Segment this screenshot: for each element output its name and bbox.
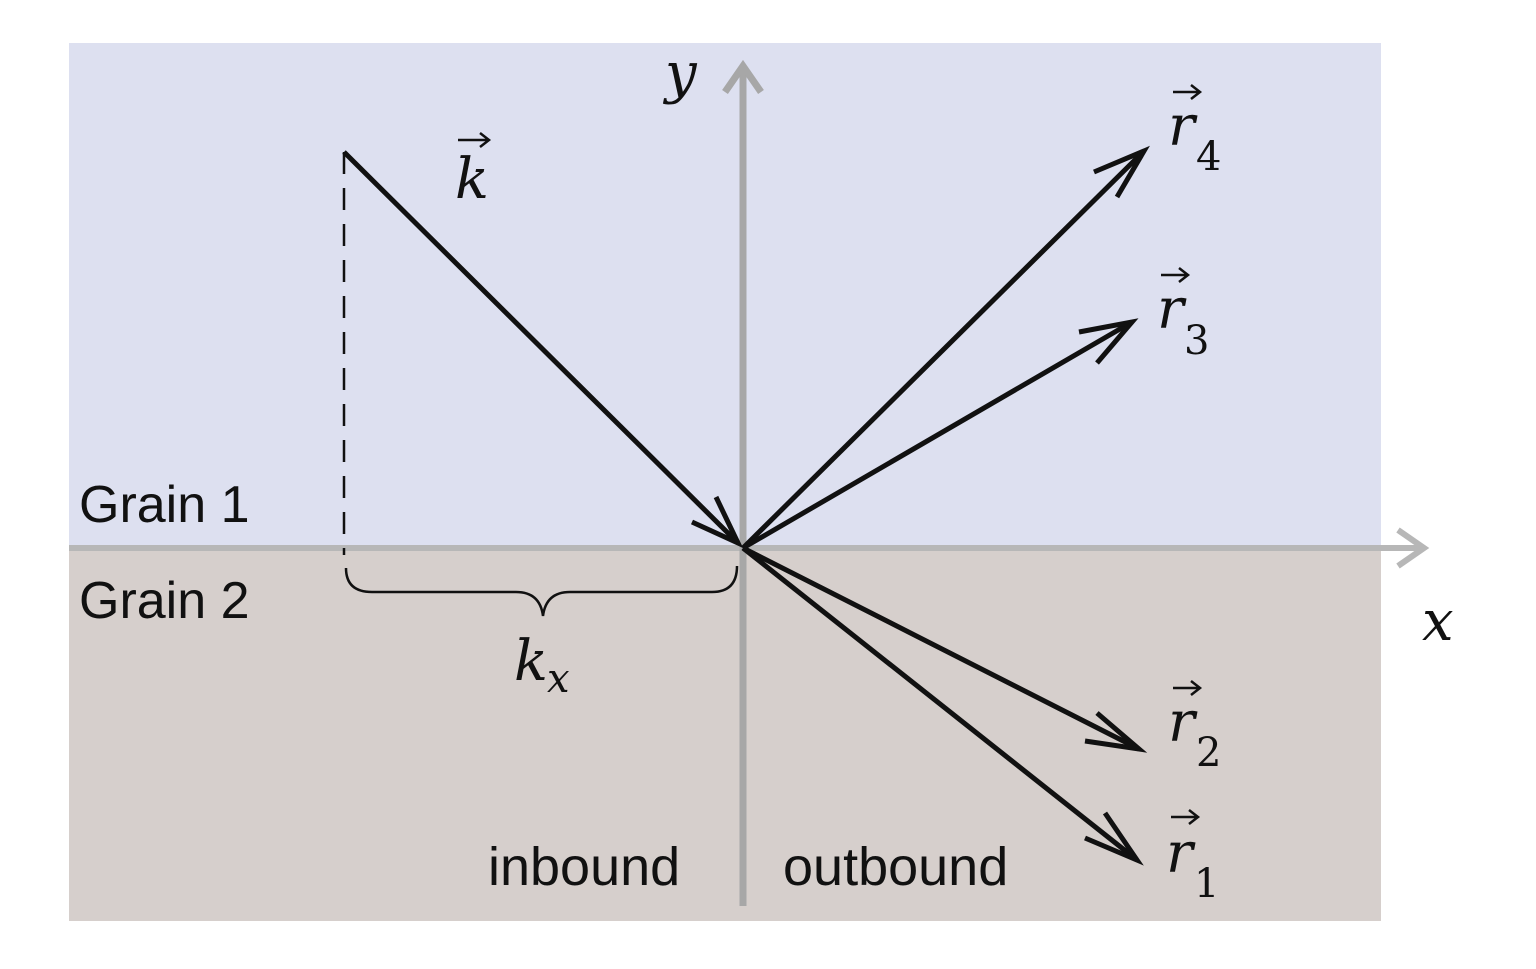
- r2-symbol: r: [1168, 690, 1198, 755]
- k-arrow-accent: [458, 132, 492, 148]
- r3-symbol: r: [1157, 277, 1187, 342]
- r1-label: r 1: [1166, 809, 1219, 907]
- y-axis-label: y: [662, 41, 698, 106]
- vector-r2: [741, 545, 1148, 753]
- r2-arrow-accent: [1173, 680, 1203, 696]
- outbound-label: outbound: [783, 837, 1008, 897]
- k-vector-label: k: [455, 132, 492, 212]
- grain2-region: [69, 548, 1381, 921]
- grain2-label: Grain 2: [79, 572, 250, 630]
- kx-subscript: x: [547, 656, 570, 702]
- kx-symbol: k: [514, 629, 548, 694]
- r3-subscript: 3: [1184, 318, 1209, 364]
- r2-subscript: 2: [1196, 730, 1221, 776]
- grain1-region: [69, 43, 1381, 548]
- r1-subscript: 1: [1194, 861, 1219, 907]
- kx-brace: [344, 565, 739, 617]
- r1-symbol: r: [1166, 821, 1196, 886]
- y-axis-arrowhead: [722, 59, 764, 94]
- r4-subscript: 4: [1196, 134, 1221, 180]
- x-axis-label: x: [1422, 589, 1454, 654]
- r3-arrow-accent: [1161, 267, 1191, 283]
- grain1-label: Grain 1: [79, 476, 250, 534]
- r4-arrow-accent: [1173, 84, 1203, 100]
- incident-vector-k: [342, 150, 744, 549]
- r4-label: r 4: [1168, 84, 1221, 180]
- r2-label: r 2: [1168, 680, 1221, 776]
- vector-r1: [741, 546, 1144, 866]
- k-symbol: k: [455, 147, 489, 212]
- r1-arrow-accent: [1171, 809, 1201, 825]
- inbound-label: inbound: [488, 837, 680, 897]
- vector-r4: [741, 145, 1150, 550]
- kx-label: k x: [514, 629, 570, 702]
- x-axis-arrowhead: [1396, 527, 1430, 569]
- r3-label: r 3: [1157, 267, 1209, 364]
- vector-r3: [741, 318, 1139, 551]
- r4-symbol: r: [1168, 94, 1198, 159]
